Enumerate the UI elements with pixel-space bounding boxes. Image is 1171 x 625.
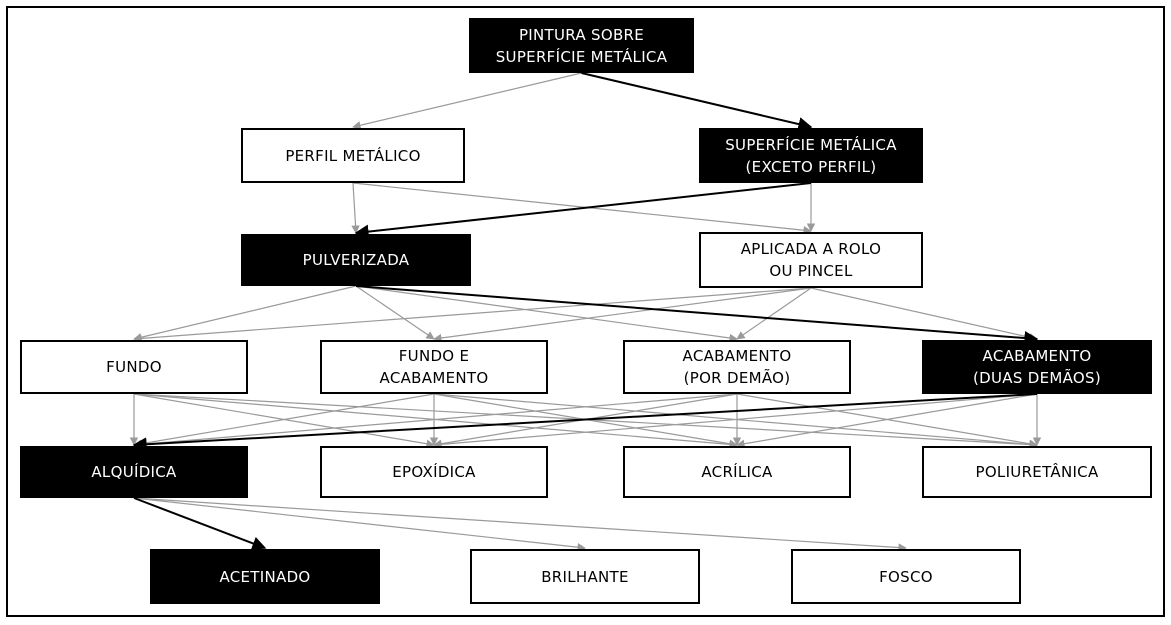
edge-root-to-perfil <box>352 72 582 130</box>
edge-rolo-to-fundo-acab <box>433 287 812 343</box>
edge-alquidica-to-brilhante <box>133 497 586 552</box>
node-acrilica: ACRÍLICA <box>623 446 851 498</box>
node-aplicada-a-rolo-ou-pincel: APLICADA A ROLO OU PINCEL <box>699 232 923 288</box>
edge-fundo-acab-to-alquidica <box>133 393 435 448</box>
edge-rolo-to-fundo <box>133 287 812 343</box>
edge-pulverizada-to-fundo <box>133 285 357 342</box>
edge-root-to-superficie <box>581 72 813 131</box>
node-acabamento-por-demao: ACABAMENTO (POR DEMÃO) <box>623 340 851 394</box>
node-pintura-sobre-superficie-metalica: PINTURA SOBRE SUPERFÍCIE METÁLICA <box>469 18 694 73</box>
node-poliuretanica: POLIURETÂNICA <box>922 446 1152 498</box>
edge-pulverizada-to-fundo-acab <box>355 285 435 340</box>
node-acetinado: ACETINADO <box>150 549 380 604</box>
diagram-frame <box>6 6 1165 617</box>
edge-pulverizada-to-acab-duas <box>355 285 1039 346</box>
node-fundo: FUNDO <box>20 340 248 394</box>
edge-acab-duas-to-epoxidica <box>433 393 1038 449</box>
edge-acab-demao-to-alquidica <box>133 393 738 449</box>
edge-alquidica-to-acetinado <box>133 497 267 551</box>
node-acabamento-duas-demaos: ACABAMENTO (DUAS DEMÃOS) <box>922 340 1152 394</box>
node-fosco: FOSCO <box>791 549 1021 604</box>
node-epoxidica: EPOXÍDICA <box>320 446 548 498</box>
node-fundo-e-acabamento: FUNDO E ACABAMENTO <box>320 340 548 394</box>
edge-rolo-to-acab-duas <box>810 287 1038 342</box>
node-brilhante: BRILHANTE <box>470 549 700 604</box>
edge-perfil-to-rolo <box>352 182 812 235</box>
node-perfil-metalico: PERFIL METÁLICO <box>241 128 465 183</box>
edge-superficie-to-pulverizada <box>354 182 812 239</box>
node-superficie-metalica-exceto-perfil: SUPERFÍCIE METÁLICA (EXCETO PERFIL) <box>699 128 923 183</box>
edge-alquidica-to-fosco <box>133 497 907 552</box>
edge-rolo-to-acab-demao <box>736 287 812 340</box>
edge-acab-duas-to-alquidica <box>132 393 1038 452</box>
node-alquidica: ALQUÍDICA <box>20 446 248 498</box>
edge-acab-duas-to-acrilica <box>736 393 1038 448</box>
edge-perfil-to-pulverizada <box>351 182 360 234</box>
edge-pulverizada-to-acab-demao <box>355 285 738 343</box>
node-pulverizada: PULVERIZADA <box>241 234 471 286</box>
